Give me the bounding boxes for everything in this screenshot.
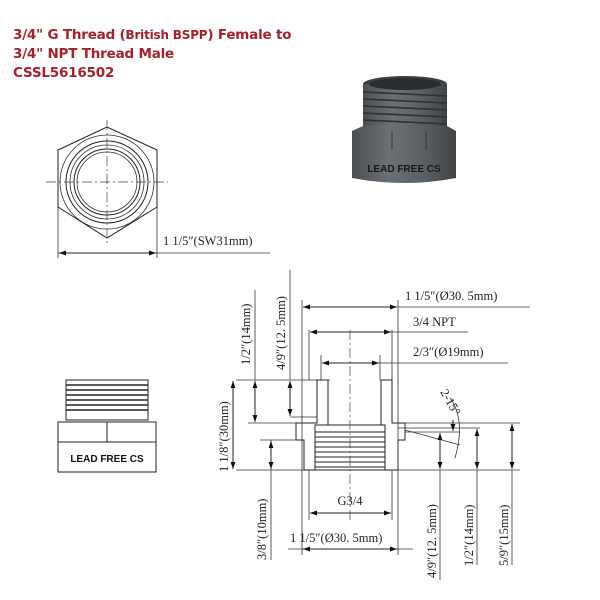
section-view: 1 1/5″(Ø30. 5mm) 3/4 NPT 2/3″(Ø19mm) 1/2…: [217, 270, 530, 580]
title-line-2: 3/4" NPT Thread Male: [13, 46, 174, 62]
male-thread-len2-label: 4/9″(12. 5mm): [274, 296, 288, 370]
product-title: 3/4" G Thread (British BSPP) Female to 3…: [13, 26, 291, 83]
right-d2-label: 1/2″(14mm): [462, 505, 476, 566]
hex-top-view: 1 1/5″(SW31mm): [46, 120, 270, 258]
bottom-outer-dia-label: 1 1/5″(Ø30. 5mm): [290, 531, 382, 545]
angle-label: 2-15°: [437, 387, 463, 418]
title-line-1: 3/4" G Thread (British BSPP) Female to: [13, 27, 292, 43]
right-d1-label: 4/9″(12. 5mm): [425, 504, 439, 578]
side-view: LEAD FREE CS: [57, 379, 157, 473]
inner-dia-label: 2/3″(Ø19mm): [413, 345, 483, 359]
product-render: LEAD FREE CS: [352, 76, 456, 183]
product-code: CSSL5616502: [13, 65, 115, 81]
overall-len-label: 1 1/8″(30mm): [217, 401, 231, 472]
female-hex-len-label: 3/8″(10mm): [255, 499, 269, 560]
g-thread-label: G3/4: [338, 494, 364, 508]
right-d3-label: 5/9″(15mm): [497, 505, 511, 566]
render-marking: LEAD FREE CS: [367, 164, 441, 175]
side-marking: LEAD FREE CS: [70, 454, 144, 465]
hex-width-label: 1 1/5″(SW31mm): [163, 234, 253, 248]
top-outer-dia-label: 1 1/5″(Ø30. 5mm): [405, 289, 497, 303]
npt-label: 3/4 NPT: [413, 315, 456, 329]
male-thread-len-label: 1/2″(14mm): [239, 304, 253, 365]
